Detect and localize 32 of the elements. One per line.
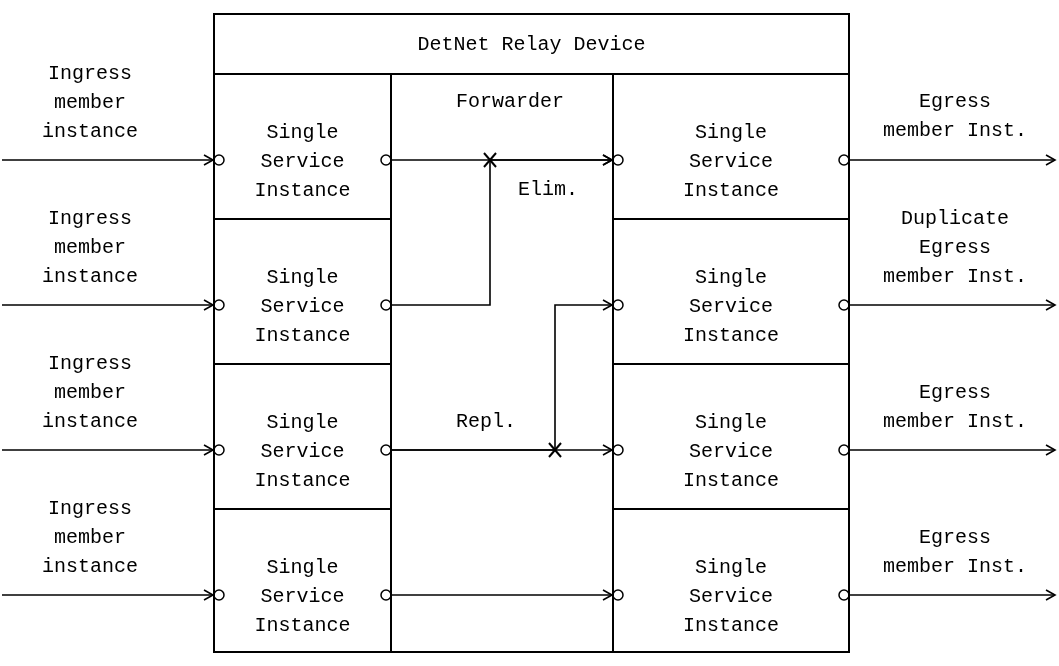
member-label: Ingress member instance [41, 61, 139, 145]
block-label: Forwarder [455, 89, 565, 115]
member-label: Egress member Inst. [882, 525, 1028, 580]
function-label: Repl. [455, 409, 517, 435]
device-title: DetNet Relay Device [416, 32, 647, 58]
member-label: Egress member Inst. [882, 380, 1028, 435]
service-label: Single Service Instance [253, 120, 352, 204]
connector-arrow [849, 589, 1056, 601]
service-label: Single Service Instance [682, 120, 780, 204]
connector-arrow [391, 299, 613, 451]
service-label: Single Service Instance [682, 265, 780, 349]
service-label: Single Service Instance [253, 555, 352, 639]
member-label: Ingress member instance [41, 351, 139, 435]
service-label: Single Service Instance [253, 410, 352, 494]
connector-arrow [1, 444, 214, 456]
connector-arrow [849, 154, 1056, 166]
connector-arrow [1, 299, 214, 311]
connector-arrow [391, 154, 613, 306]
member-label: Ingress member instance [41, 496, 139, 580]
connector-arrow [1, 589, 214, 601]
connector-arrow [849, 299, 1056, 311]
connector-arrow [1, 154, 214, 166]
function-label: Elim. [517, 177, 579, 203]
service-label: Single Service Instance [682, 555, 780, 639]
member-label: Ingress member instance [41, 206, 139, 290]
service-label: Single Service Instance [253, 265, 352, 349]
service-label: Single Service Instance [682, 410, 780, 494]
relay-device-box [213, 13, 850, 653]
member-label: Duplicate Egress member Inst. [882, 206, 1028, 290]
connector-arrow [391, 589, 613, 601]
member-label: Egress member Inst. [882, 89, 1028, 144]
connector-arrow [849, 444, 1056, 456]
